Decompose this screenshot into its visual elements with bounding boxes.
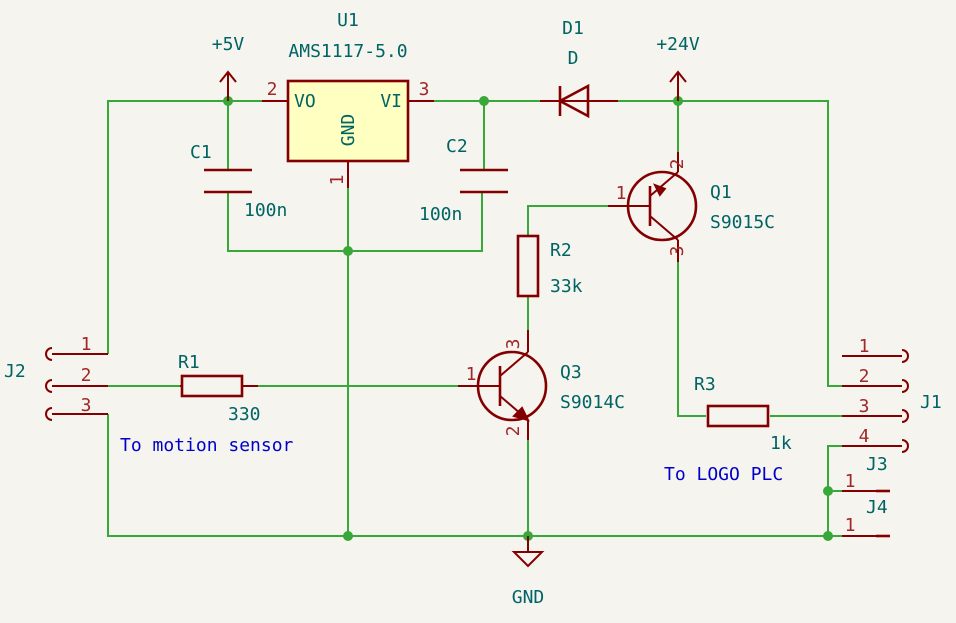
c1-capacitor: C1 100n [190,142,287,221]
q3-pin3-number: 3 [503,339,524,350]
q1-pin2-number: 2 [667,159,688,170]
r3-value: 1k [770,433,792,454]
j3-pin-number: 1 [845,471,856,492]
c2-ref: C2 [446,136,468,157]
r2-value: 33k [550,276,583,297]
junction-dot [479,96,489,106]
j1-ref: J1 [920,392,942,413]
q1-transistor: Q1 S9015C 1 2 3 [608,152,775,262]
q1-pin3-number: 3 [667,246,688,257]
c1-ref: C1 [190,142,212,163]
c1-value: 100n [244,200,287,221]
junction-dot [343,246,353,256]
j2-pin-number: 3 [81,395,92,416]
j4-pin-number: 1 [845,515,856,536]
q3-ref: Q3 [560,362,582,383]
j3-ref: J3 [866,454,888,475]
j2-pin-number: 1 [81,334,92,355]
u1-pin-gnd: GND [338,114,359,147]
j3-connector: J3 1 [842,454,890,493]
u1-pin2-number: 2 [267,79,278,100]
r3-resistor: R3 1k [694,374,792,454]
r2-resistor: R2 33k [516,234,583,298]
q3-transistor: Q3 S9014C 1 3 2 [458,330,625,440]
j4-connector: J4 1 [842,497,890,538]
u1-pin1-number: 1 [327,175,348,186]
wire-5v-rail [107,100,288,354]
u1-value: AMS1117-5.0 [288,41,407,62]
u1-pin-vo: VO [294,91,316,112]
d1-ref: D1 [562,18,584,39]
power-24v: +24V [656,34,700,101]
wire-gnd-rail [107,414,880,537]
q1-value: S9015C [710,212,775,233]
u1-ref: U1 [337,10,359,31]
c2-capacitor: C2 100n [419,136,508,225]
note-motion-sensor: To motion sensor [120,435,294,456]
wire-q1-r3 [677,262,706,417]
junction-dot [823,531,833,541]
r1-value: 330 [228,404,261,425]
q3-pin1-number: 1 [466,364,477,385]
q3-pin2-number: 2 [503,426,524,437]
j1-pin-number: 1 [859,336,870,357]
j4-ref: J4 [866,497,888,518]
power-5v: +5V [212,34,245,101]
power-gnd-label: GND [512,587,545,608]
j1-connector: J1 1 2 3 4 [842,336,942,453]
wire-r2-q1 [527,205,608,236]
j1-pin-number: 3 [859,396,870,417]
u1-pin-vi: VI [380,91,402,112]
r1-resistor: R1 330 [178,352,261,425]
d1-value: D [568,48,579,69]
wire-24v-rail [618,100,858,387]
r2-ref: R2 [550,240,572,261]
junction-dot [823,486,833,496]
power-5v-label: +5V [212,34,245,55]
j2-pin-number: 2 [81,365,92,386]
junction-dot [343,531,353,541]
r1-ref: R1 [178,352,200,373]
d1-diode: D1 D [540,18,618,119]
j1-pin-number: 4 [859,426,870,447]
u1-regulator: U1 AMS1117-5.0 VO VI GND 2 3 1 [262,10,434,188]
note-logo-plc: To LOGO PLC [664,464,783,485]
u1-pin3-number: 3 [419,79,430,100]
j1-pin-number: 2 [859,366,870,387]
q1-pin1-number: 1 [616,183,627,204]
q1-ref: Q1 [710,182,732,203]
c2-value: 100n [419,204,462,225]
q3-value: S9014C [560,392,625,413]
power-gnd: GND [511,536,545,608]
j2-ref: J2 [4,361,26,382]
j2-connector: J2 1 2 3 [4,334,108,421]
power-24v-label: +24V [656,34,700,55]
u1-body [286,79,410,163]
wire-cap-gnd [227,192,483,252]
r3-ref: R3 [694,374,716,395]
